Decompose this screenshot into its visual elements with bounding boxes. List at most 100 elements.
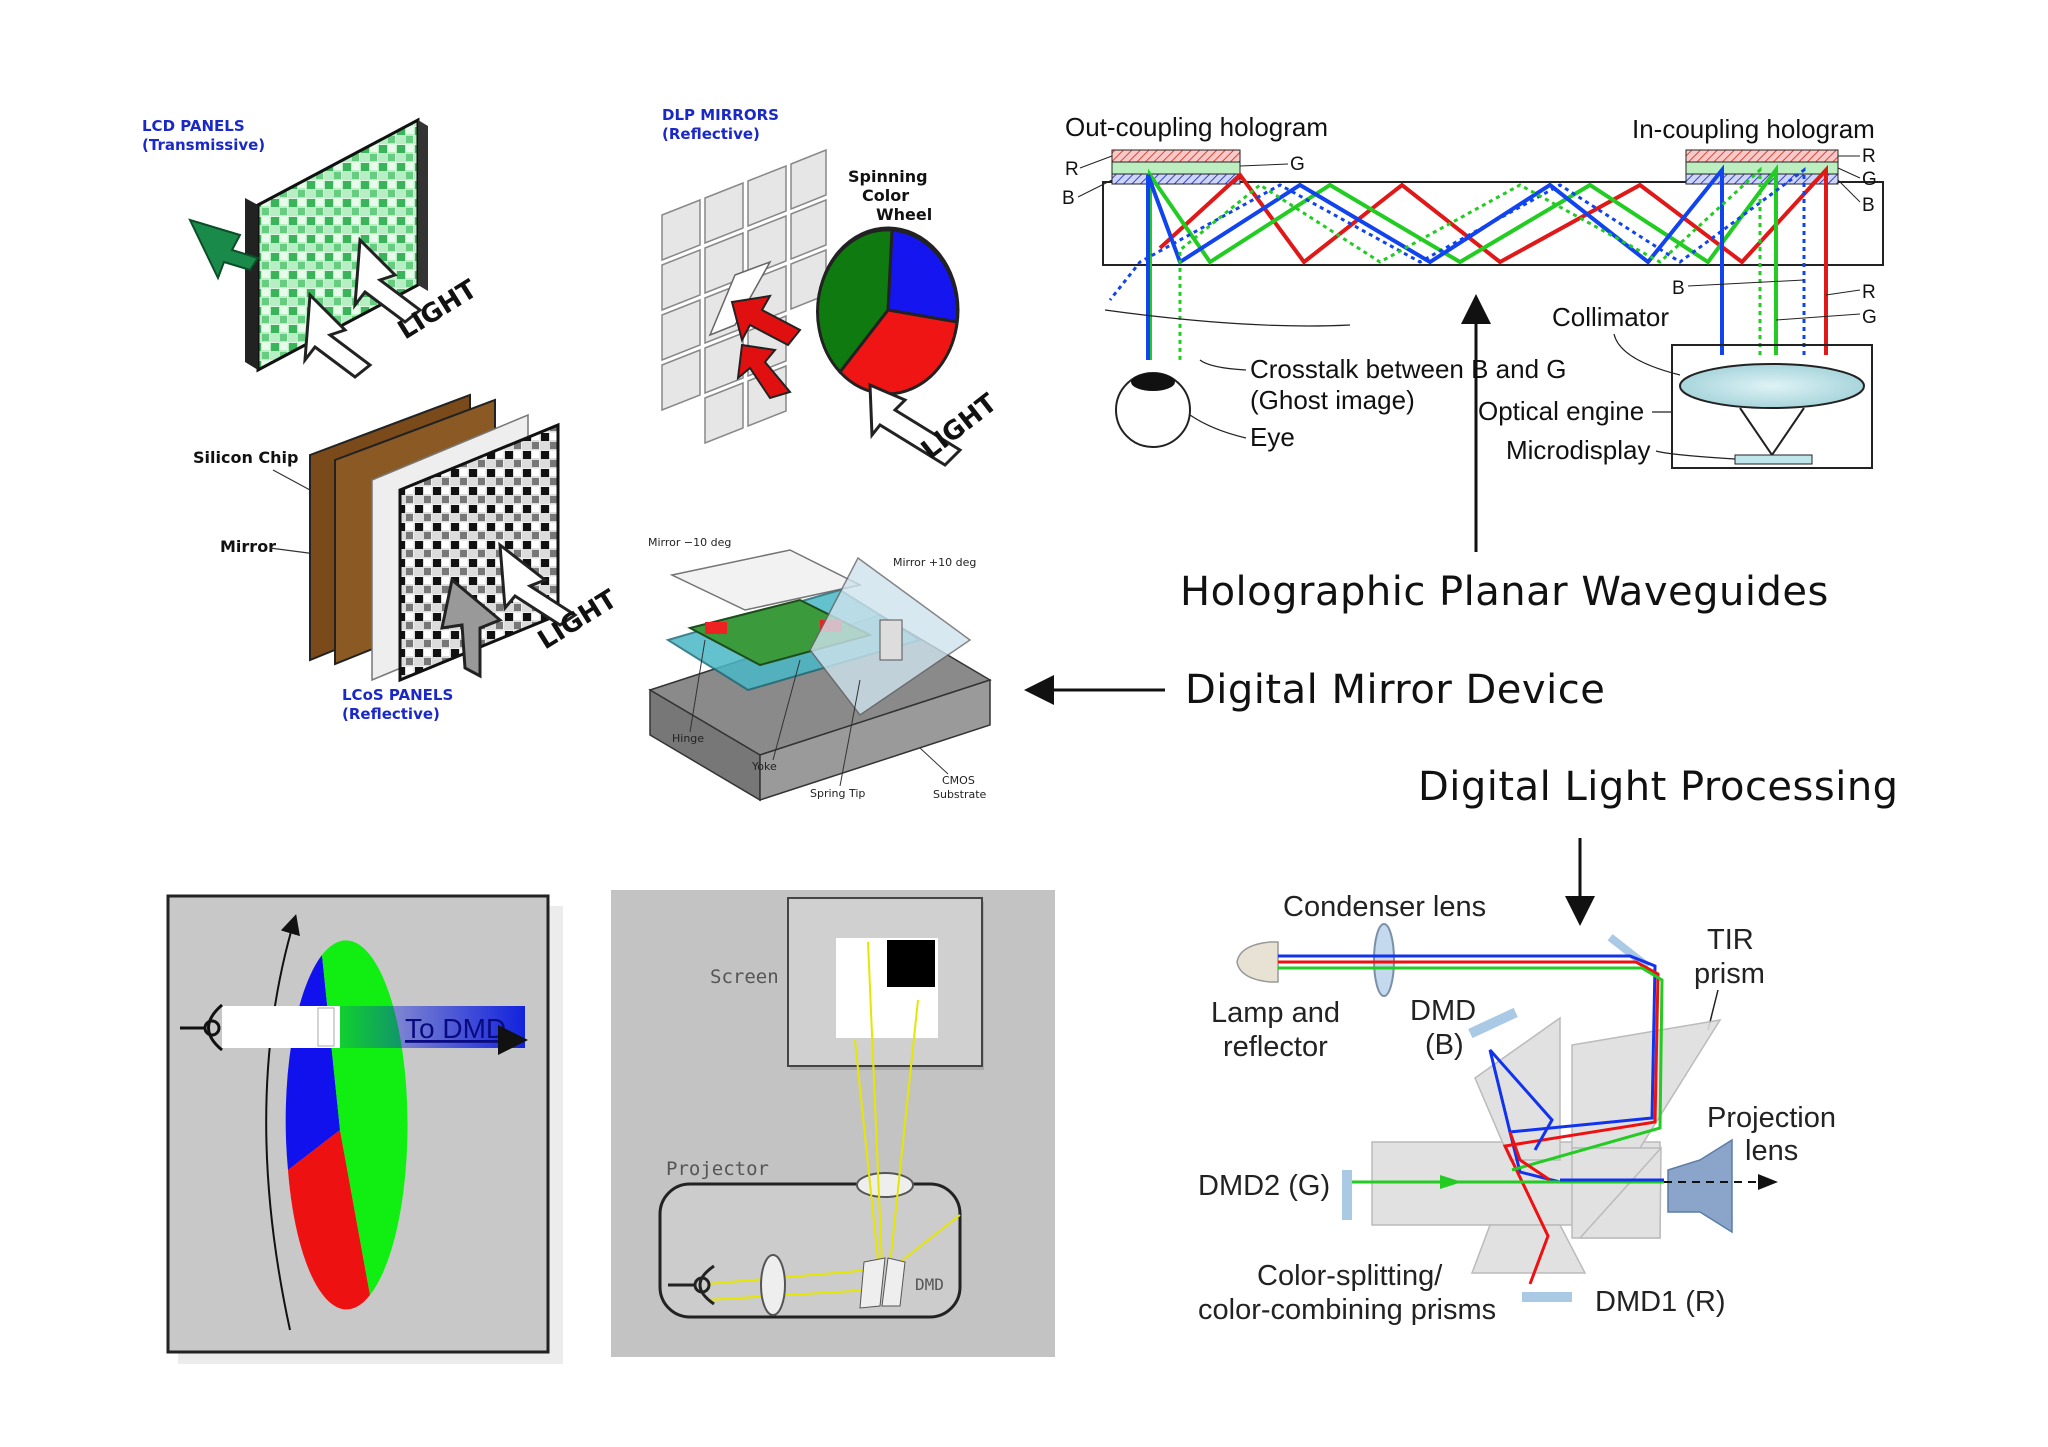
microdisplay (1734, 454, 1813, 465)
in-b-label: B (1862, 195, 1875, 216)
out-coupling-label: Out-coupling hologram (1065, 112, 1328, 142)
screen-label: Screen (710, 966, 779, 988)
spring-tip-label: Spring Tip (810, 787, 865, 800)
yoke-label: Yoke (751, 760, 777, 773)
green-path-arrowhead (1440, 1175, 1462, 1189)
out-g-leader (1239, 163, 1289, 167)
dmd-substrate-right (759, 678, 991, 802)
projection-label-2: lens (1745, 1135, 1798, 1167)
out-hologram-b (1111, 173, 1241, 185)
in-g-leader (1837, 167, 1861, 179)
coll-b-label: B (1672, 278, 1685, 299)
out-hologram-g (1111, 161, 1241, 175)
lamp-icon (180, 1003, 223, 1052)
lcd-panel-side (245, 198, 258, 370)
dmd1-chip (1522, 1292, 1572, 1302)
dmd-post (879, 619, 903, 661)
dmd-spring-tip-1 (705, 622, 727, 634)
ghost-leader (1104, 309, 1351, 327)
coll-r-leader (1825, 289, 1861, 296)
cmos-label-2: Substrate (933, 788, 987, 801)
tir-label-1: TIR (1707, 924, 1754, 956)
optical-engine-label: Optical engine (1478, 396, 1644, 426)
eye-leader (1189, 414, 1247, 439)
projection-lens (1667, 1138, 1733, 1234)
projector-dmd-1 (859, 1257, 886, 1309)
coll-b-leader (1687, 279, 1805, 287)
lcos-panel-illustration: Silicon Chip Mirror LIGHT LCoS PANELS (R… (193, 393, 623, 723)
silicon-chip-leader (272, 469, 311, 491)
dmd-b-label-1: DMD (1410, 995, 1476, 1027)
dmd-b-chip (1468, 1007, 1518, 1039)
projector-condenser (760, 1254, 786, 1316)
waveguide-slab (1102, 181, 1884, 266)
projector-lens (856, 1172, 914, 1198)
lcd-output-arrow (188, 218, 260, 281)
prism-assembly (1371, 1016, 1722, 1274)
lcd-light-arrow-1 (353, 236, 423, 324)
collimator-label: Collimator (1552, 302, 1669, 332)
tir-label-2: prism (1694, 958, 1765, 990)
dlp-reflected-arrow-2 (736, 343, 792, 400)
lcd-subtitle: (Transmissive) (142, 136, 265, 154)
dmd-detail-illustration: Mirror −10 deg Mirror +10 deg Hinge Yoke… (648, 536, 992, 802)
projector-label: Projector (666, 1158, 769, 1180)
dlp-optics-diagram: Condenser lens TIR prism Lamp and reflec… (1198, 891, 1836, 1326)
eye-pupil (1131, 373, 1175, 391)
coll-r-label: R (1862, 282, 1876, 303)
screen-dark-pixel (887, 940, 935, 987)
lcos-light-arrow-1 (498, 541, 578, 627)
fold-mirror (1607, 934, 1651, 970)
splitting-label-1: Color-splitting/ (1257, 1260, 1443, 1292)
wheel-label-2: Color (862, 186, 909, 205)
in-hologram-g (1685, 161, 1839, 175)
dlp-caption: Digital Light Processing (1418, 764, 1899, 810)
to-dmd-label: To DMD (405, 1013, 506, 1044)
optical-engine-box (1671, 344, 1873, 469)
out-r-leader (1079, 155, 1113, 169)
aperture (317, 1007, 335, 1047)
hinge-label: Hinge (672, 732, 704, 745)
rotation-arrow (265, 914, 300, 1331)
coll-g-label: G (1862, 307, 1877, 328)
dmd2-chip (1342, 1170, 1352, 1220)
cmos-leader (919, 747, 949, 775)
dlp-tilted-mirror (708, 260, 772, 337)
dlp-light-label: LIGHT (916, 388, 1003, 465)
dmd-caption: Digital Mirror Device (1185, 667, 1605, 713)
out-g-label: G (1290, 154, 1305, 175)
splitting-label-2: color-combining prisms (1198, 1294, 1496, 1326)
in-g-label: G (1862, 169, 1877, 190)
condenser-lens (1373, 923, 1395, 997)
waveguide-rays (1108, 163, 1828, 360)
dlp-mirrors-illustration: DLP MIRRORS (Reflective) Spinning Color (661, 106, 1003, 467)
dlp-title: DLP MIRRORS (662, 106, 779, 124)
out-b-leader (1077, 179, 1113, 198)
spinning-color-wheel (816, 226, 960, 396)
projection-label-1: Projection (1707, 1102, 1836, 1134)
crosstalk-leader (1199, 359, 1247, 371)
lamp-label-2: reflector (1223, 1031, 1328, 1063)
lcd-light-arrow-2 (303, 291, 373, 379)
lcos-reflected-arrow (440, 577, 503, 679)
projector-light-path (706, 941, 961, 1301)
dmd-b-label-2: (B) (1425, 1029, 1464, 1061)
crosstalk-label: Crosstalk between B and G (1250, 354, 1567, 384)
dlp-reflected-arrow-1 (730, 294, 802, 347)
color-wheel-panel: To DMD (166, 894, 563, 1364)
lcd-title: LCD PANELS (142, 117, 245, 135)
filtered-beam (340, 1006, 525, 1048)
color-wheel-disc (285, 940, 408, 1310)
dmd2-label: DMD2 (G) (1198, 1170, 1330, 1202)
mirror-minus-label: Mirror −10 deg (648, 536, 731, 549)
out-r-label: R (1065, 159, 1079, 180)
mirror-plus-label: Mirror +10 deg (893, 556, 976, 569)
projector-panel: Screen Projector DMD (611, 890, 1055, 1357)
in-hologram-b (1685, 173, 1839, 185)
spring-tip-leader (839, 679, 861, 787)
dmd1-label: DMD1 (R) (1595, 1286, 1726, 1318)
collimator-leader (1613, 333, 1681, 376)
coll-g-leader (1775, 313, 1861, 321)
silicon-chip-label: Silicon Chip (193, 448, 298, 467)
